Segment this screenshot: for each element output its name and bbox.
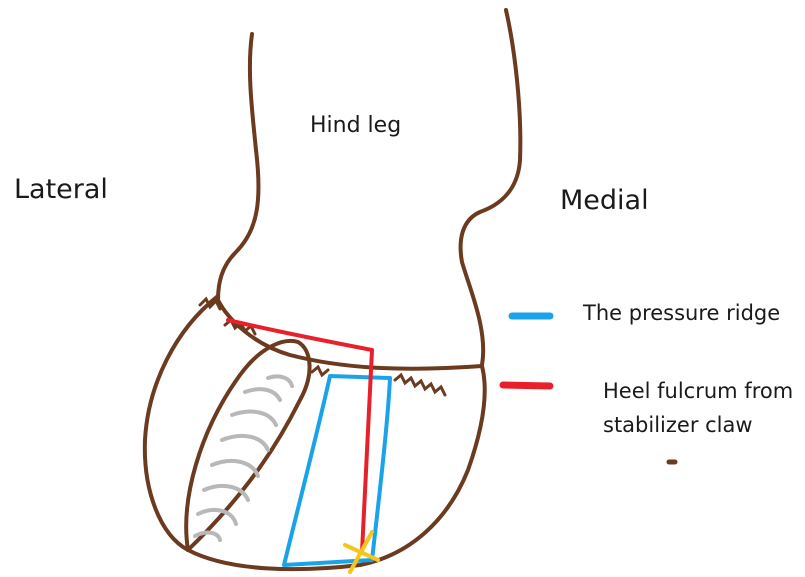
lateral-label: Lateral (14, 174, 108, 205)
leg-outline-left (218, 34, 259, 300)
legend-label-pressure-ridge: The pressure ridge (583, 301, 780, 325)
legend-swatch-heel-fulcrum (503, 385, 550, 386)
coronary-band (218, 300, 482, 369)
leg-outline-right (461, 10, 521, 365)
inner-claw-outline (186, 341, 309, 550)
medial-label: Medial (560, 185, 649, 216)
hind-leg-label: Hind leg (310, 113, 401, 138)
sole-hatching (195, 376, 292, 540)
legend-label-heel-fulcrum: Heel fulcrum from stabilizer claw (603, 374, 803, 442)
